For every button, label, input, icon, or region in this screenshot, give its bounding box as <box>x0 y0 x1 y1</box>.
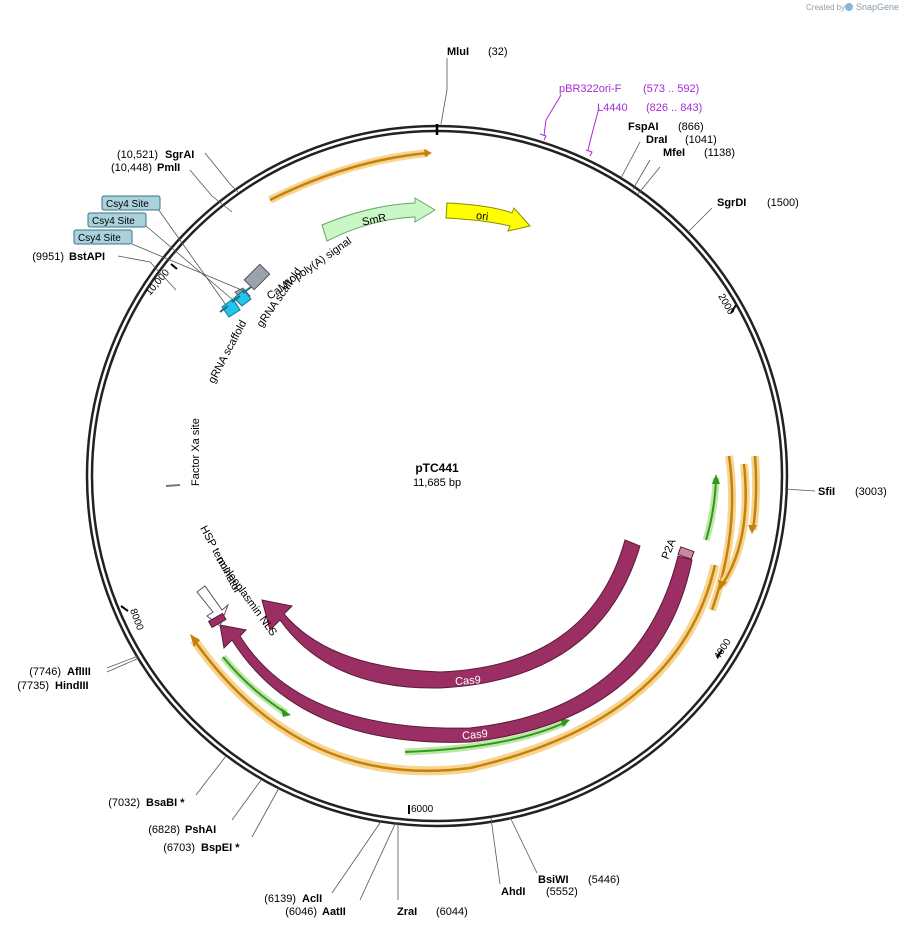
orf-top-arrow <box>269 151 429 202</box>
orf-right-3-arrow <box>751 455 758 531</box>
site-afliii-pos: (7746) <box>29 666 61 678</box>
tick-label-6000: 6000 <box>411 804 434 815</box>
orf-right-2-arrowhead <box>718 580 727 590</box>
cas9-outer-feature[interactable] <box>219 555 693 743</box>
ruler-ticks <box>120 263 737 814</box>
cas9-inner-feature[interactable] <box>261 539 641 689</box>
orf-bottom-arrowhead <box>190 634 200 647</box>
csy4-site-marker-2 <box>231 295 241 303</box>
factor-xa-marker <box>165 484 181 487</box>
plasmid-name: pTC441 <box>415 461 459 475</box>
site-afliii[interactable]: AflIII <box>67 666 91 678</box>
csy4-leader-lines <box>131 208 245 306</box>
site-bspei-pos: (6703) <box>163 842 195 854</box>
site-bstapi-pos: (9951) <box>32 251 64 263</box>
site-bsiwi[interactable]: BsiWI <box>538 874 569 886</box>
site-pmli[interactable]: PmlI <box>157 162 180 174</box>
csy4-box-3[interactable] <box>73 229 133 245</box>
green-right-glow <box>702 477 720 542</box>
green-right-arrowhead <box>712 474 720 484</box>
nucleoplasmin-nls-feature[interactable] <box>207 612 227 629</box>
site-drai-pos: (1041) <box>685 134 717 146</box>
orf-right-3-arrowhead <box>748 525 757 534</box>
site-pshai-pos: (6828) <box>148 824 180 836</box>
csy4-box-1[interactable] <box>101 195 161 211</box>
ori-feature[interactable] <box>445 202 531 232</box>
site-drai[interactable]: DraI <box>646 134 667 146</box>
brand-text: SnapGene <box>856 2 899 12</box>
p2a-feature[interactable] <box>677 546 695 560</box>
primer-range-pbr322: (573 .. 592) <box>643 83 699 95</box>
grna-scaffold-2-feature[interactable] <box>233 289 252 307</box>
site-acli-pos: (6139) <box>264 893 296 905</box>
site-aatii-pos: (6046) <box>285 906 317 918</box>
csy4-label-2: Csy4 Site <box>92 216 135 227</box>
orf-right-2-arrow <box>720 463 747 586</box>
site-sgrai-pos: (10,521) <box>117 149 158 161</box>
grna-scaffold-1-feature[interactable] <box>221 298 241 318</box>
plasmid-length: 11,685 bp <box>413 477 461 489</box>
smr-feature[interactable] <box>321 197 436 242</box>
site-sgrai[interactable]: SgrAI <box>165 149 194 161</box>
site-sgrdi[interactable]: SgrDI <box>717 197 746 209</box>
csy4-box-2[interactable] <box>87 212 147 228</box>
site-zrai[interactable]: ZraI <box>397 906 417 918</box>
site-mfei-pos: (1138) <box>704 147 735 159</box>
factor-xa-label: Factor Xa site <box>190 418 202 486</box>
site-leader-lines <box>106 58 816 901</box>
camv-polya-feature[interactable] <box>243 263 271 291</box>
site-ahdi-pos: (5552) <box>546 886 578 898</box>
orf-top-glow <box>268 149 429 204</box>
site-mfei[interactable]: MfeI <box>663 147 685 159</box>
tick-label-2000: 2000 <box>715 292 736 317</box>
credit-text: Created by <box>806 3 845 12</box>
site-sgrdi-pos: (1500) <box>767 197 799 209</box>
grna-scaffold-1-label: gRNA scaffold <box>206 318 249 385</box>
ori-label: ori <box>475 210 488 223</box>
site-hindiii[interactable]: HindIII <box>55 680 89 692</box>
site-bsabi-pos: (7032) <box>108 797 140 809</box>
primer-name-pbr322[interactable]: pBR322ori-F <box>559 83 622 95</box>
cas9-outer-label: Cas9 <box>462 728 489 743</box>
site-acli[interactable]: AclI <box>302 893 322 905</box>
site-pshai[interactable]: PshAI <box>185 824 216 836</box>
csy4-site-marker-1 <box>219 305 229 313</box>
primer-leader-lines <box>539 94 600 157</box>
site-bsabi[interactable]: BsaBI * <box>146 797 185 809</box>
site-fspai-pos: (866) <box>678 121 704 133</box>
site-ahdi[interactable]: AhdI <box>501 886 525 898</box>
site-fspai[interactable]: FspAI <box>628 121 659 133</box>
site-bstapi[interactable]: BstAPI <box>69 251 105 263</box>
snapgene-logo-icon <box>845 3 853 11</box>
site-bsiwi-pos: (5446) <box>588 874 620 886</box>
p2a-label: P2A <box>660 537 679 561</box>
site-zrai-pos: (6044) <box>436 906 468 918</box>
green-left-arrow <box>222 656 287 714</box>
orf-bottom-arrow <box>192 564 717 772</box>
primer-name-l4440[interactable]: L4440 <box>597 102 628 114</box>
csy4-site-marker-3 <box>242 286 252 294</box>
csy4-label-3: Csy4 Site <box>78 233 121 244</box>
site-sfii-pos: (3003) <box>855 486 887 498</box>
cas9-inner-label: Cas9 <box>455 674 481 688</box>
smr-label: SmR <box>361 212 387 229</box>
orf-top-arrowhead <box>424 149 432 157</box>
site-mlui-pos: (32) <box>488 46 508 58</box>
green-left-arrowhead <box>281 708 291 717</box>
site-mlui[interactable]: MluI <box>447 46 469 58</box>
green-bottom-arrow <box>404 721 567 753</box>
tick-label-8000: 8000 <box>127 607 145 632</box>
site-bspei[interactable]: BspEI * <box>201 842 240 854</box>
site-pmli-pos: (10,448) <box>111 162 152 174</box>
site-hindiii-pos: (7735) <box>17 680 49 692</box>
site-aatii[interactable]: AatII <box>322 906 346 918</box>
orf-right-1-arrow <box>710 455 734 611</box>
green-bottom-arrowhead <box>560 718 570 727</box>
csy4-label-1: Csy4 Site <box>106 199 149 210</box>
site-sfii[interactable]: SfiI <box>818 486 835 498</box>
primer-range-l4440: (826 .. 843) <box>646 102 702 114</box>
